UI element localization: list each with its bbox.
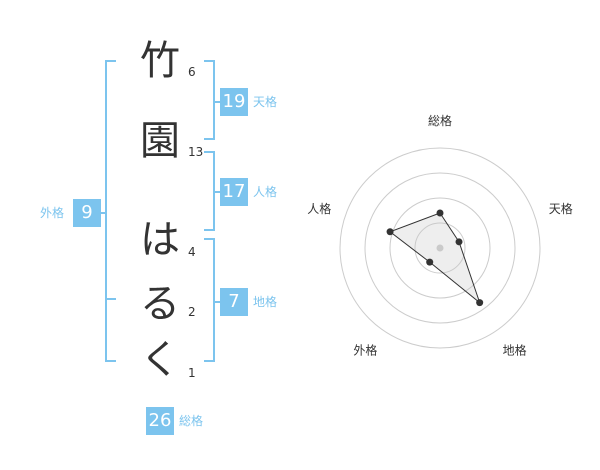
jinkaku-connector [213,191,220,193]
radar-grid-ring-2 [389,197,491,299]
radar-axis-label-4: 外格 [353,343,377,358]
radar-axis-label-3: 地格 [503,343,527,358]
chikaku-label: 地格 [253,295,278,309]
gaikaku-bracket-tick [105,298,116,300]
chikaku-bracket [204,238,215,362]
radar-axis-label-2: 天格 [549,201,573,216]
radar-center-dot [436,244,444,252]
stroke-count-4: 2 [188,305,196,319]
jinkaku-label: 人格 [253,185,278,199]
gaikaku-label: 外格 [40,206,65,220]
name-char-4: る [140,281,180,327]
radar-point-5 [386,228,394,236]
radar-axis-label-5: 人格 [307,201,331,216]
radar-grid-ring-4 [339,147,541,349]
name-char-2: 園 [140,118,180,164]
radar-point-4 [426,258,434,266]
chikaku-value: 7 [220,288,248,316]
stroke-count-3: 4 [188,245,196,259]
radar-grid-ring-3 [364,172,516,324]
soukaku-value: 26 [146,407,174,435]
stroke-count-2: 13 [188,145,204,159]
stroke-count-5: 1 [188,366,196,380]
soukaku-label: 総格 [179,414,204,428]
name-char-1: 竹 [140,38,180,84]
gaikaku-bracket [105,60,116,362]
jinkaku-value: 17 [220,178,248,206]
tenkaku-value: 19 [220,88,248,116]
radar-point-1 [436,209,444,217]
gaikaku-bracket-pointer [101,212,107,214]
radar-point-3 [476,299,484,307]
radar-grid-ring-1 [414,222,466,274]
radar-point-2 [455,238,463,246]
tenkaku-connector [213,101,220,103]
radar-axis-label-1: 総格 [428,113,452,128]
stroke-count-1: 6 [188,65,196,79]
chikaku-connector [213,301,220,303]
tenkaku-bracket [204,60,215,140]
name-char-3: は [140,217,180,263]
tenkaku-label: 天格 [253,95,278,109]
radar-series-area [389,212,481,305]
gaikaku-value: 9 [73,199,101,227]
name-char-5: く [140,337,180,383]
